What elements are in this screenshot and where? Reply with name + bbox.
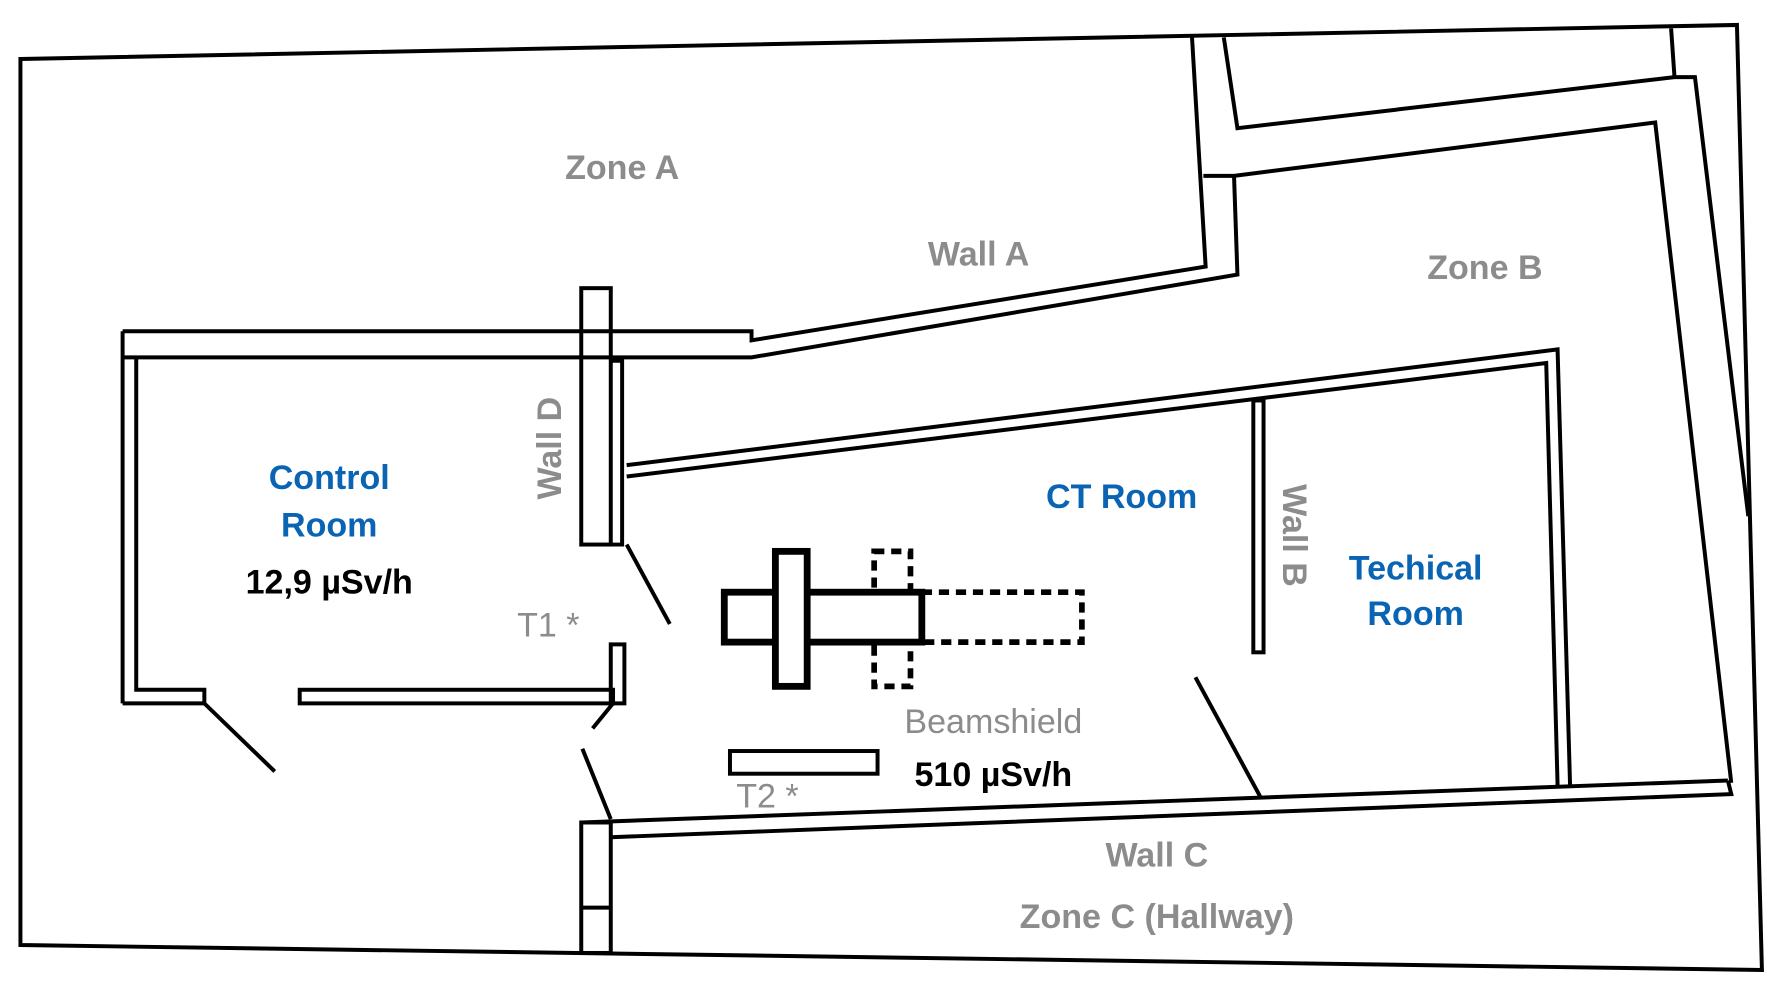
wall-d-label: Wall D bbox=[531, 397, 569, 500]
t2-label: T2 * bbox=[736, 778, 798, 816]
control-room-dose: 12,9 µSv/h bbox=[246, 563, 413, 601]
wall-d-inner bbox=[610, 358, 625, 547]
wall-c-outer bbox=[581, 778, 1728, 825]
wall-a-outer bbox=[122, 37, 1208, 343]
dashed-extension bbox=[918, 589, 1085, 645]
wall-d-stub bbox=[608, 642, 627, 706]
walls bbox=[18, 22, 1764, 972]
door-technical-room[interactable] bbox=[1193, 676, 1262, 798]
ct-room-wall-inner bbox=[626, 360, 1560, 786]
corridor-joint-top bbox=[1669, 28, 1677, 78]
outer-boundary bbox=[18, 22, 1764, 972]
door-t1-upper[interactable] bbox=[624, 543, 672, 625]
ct-room-wall-outer bbox=[626, 347, 1573, 786]
door-t1-lower[interactable] bbox=[591, 702, 615, 730]
ct-room-label: CT Room bbox=[1046, 478, 1197, 516]
wall-c-label: Wall C bbox=[1105, 837, 1208, 875]
hallway-wall bbox=[579, 820, 613, 955]
beamshield-dose: 510 µSv/h bbox=[914, 756, 1072, 794]
wall-a-label: Wall A bbox=[928, 235, 1030, 273]
t1-label: T1 * bbox=[517, 606, 579, 644]
door-control-room[interactable] bbox=[202, 701, 277, 773]
control-room-wall-inner bbox=[122, 357, 207, 706]
wall-c-inner bbox=[610, 780, 1734, 840]
control-room-south-wall bbox=[297, 687, 616, 706]
wall-b bbox=[1251, 398, 1266, 655]
wall-d bbox=[579, 286, 613, 547]
door-hallway[interactable] bbox=[580, 748, 613, 820]
zone-b-label: Zone B bbox=[1427, 249, 1542, 287]
technical-room-label-1: Techical bbox=[1349, 550, 1483, 588]
beamshield-label: Beamshield bbox=[904, 703, 1082, 741]
zone-c-label: Zone C (Hallway) bbox=[1020, 898, 1294, 936]
labels: Zone A Wall A Zone B Wall D Control Room… bbox=[246, 149, 1543, 936]
t2-bar bbox=[727, 749, 880, 776]
technical-room-label-2: Room bbox=[1367, 595, 1463, 633]
beamshield-body bbox=[720, 588, 926, 646]
zone-a-label: Zone A bbox=[565, 149, 679, 187]
beamshield-cross bbox=[771, 547, 811, 690]
wall-a-inner bbox=[122, 120, 1734, 784]
control-room-label-1: Control bbox=[269, 459, 390, 497]
control-room-label-2: Room bbox=[281, 507, 377, 545]
beamshield-drawing bbox=[720, 547, 1085, 776]
wall-b-label: Wall B bbox=[1275, 484, 1313, 587]
